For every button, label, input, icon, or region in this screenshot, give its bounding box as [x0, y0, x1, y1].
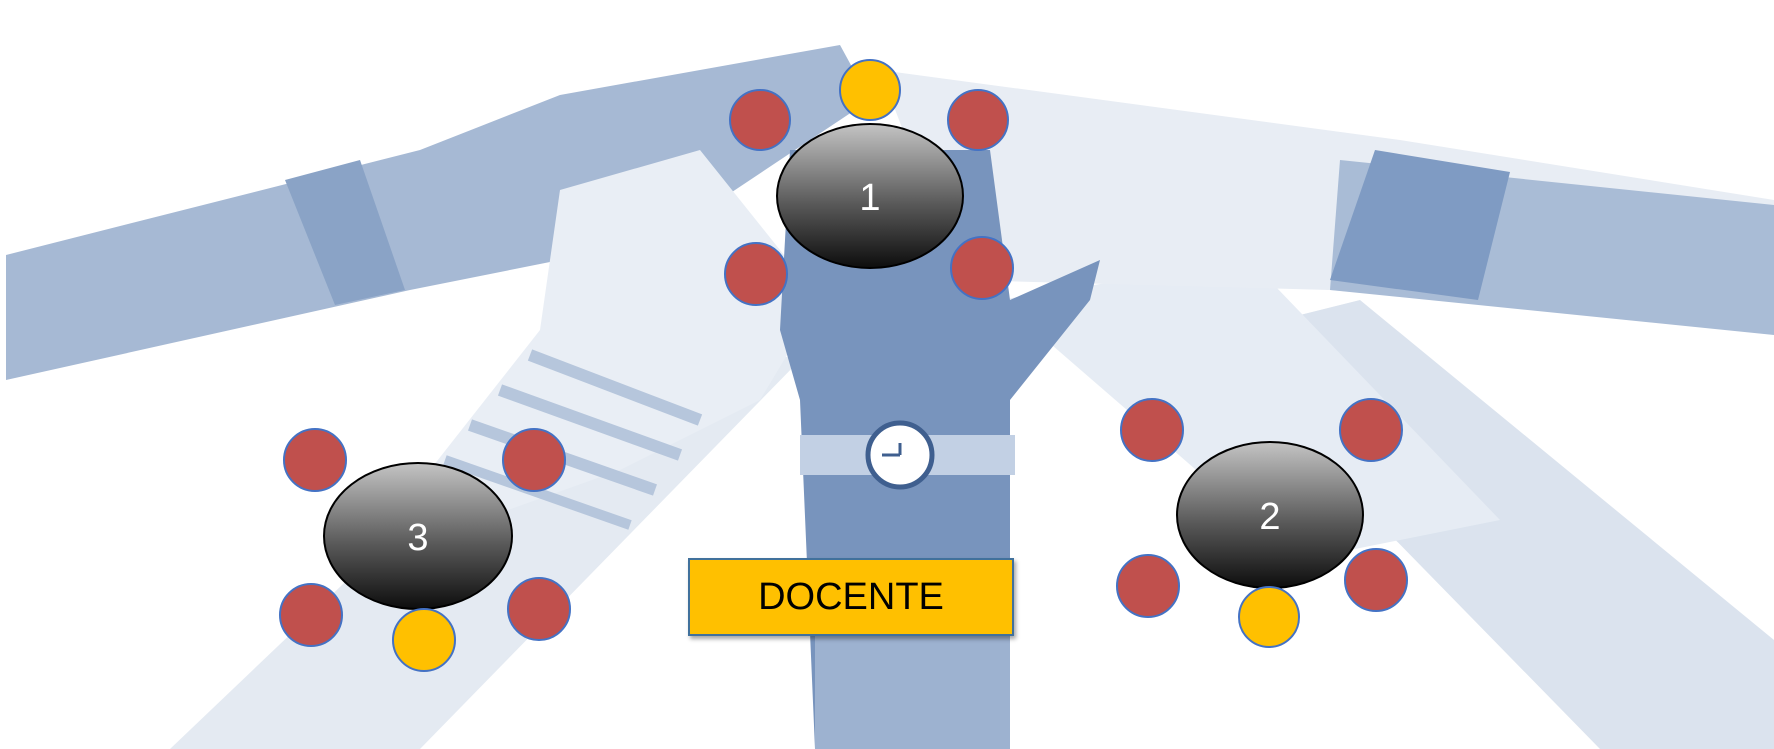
- student-seat: [1116, 554, 1180, 618]
- table-group-3: 3: [279, 428, 571, 672]
- table-group-2: 2: [1116, 398, 1408, 648]
- background-hands: [6, 45, 1774, 749]
- student-seat: [729, 89, 791, 151]
- student-seat: [1120, 398, 1184, 462]
- table-top: [776, 123, 964, 269]
- student-seat: [1344, 548, 1408, 612]
- student-seat: [950, 236, 1014, 300]
- table-number: 1: [859, 177, 880, 219]
- student-seat: [507, 577, 571, 641]
- student-seat: [279, 583, 343, 647]
- student-seat: [947, 89, 1009, 151]
- student-seat: [724, 242, 788, 306]
- table-number: 2: [1259, 496, 1280, 538]
- leader-seat: [1238, 586, 1300, 648]
- student-seat: [502, 428, 566, 492]
- student-seat: [1339, 398, 1403, 462]
- student-seat: [283, 428, 347, 492]
- leader-seat: [392, 608, 456, 672]
- table-number: 3: [407, 517, 428, 559]
- table-group-1: 1: [724, 59, 1014, 306]
- teacher-label: DOCENTE: [758, 575, 944, 618]
- leader-seat: [839, 59, 901, 121]
- teacher-box: DOCENTE: [688, 558, 1014, 636]
